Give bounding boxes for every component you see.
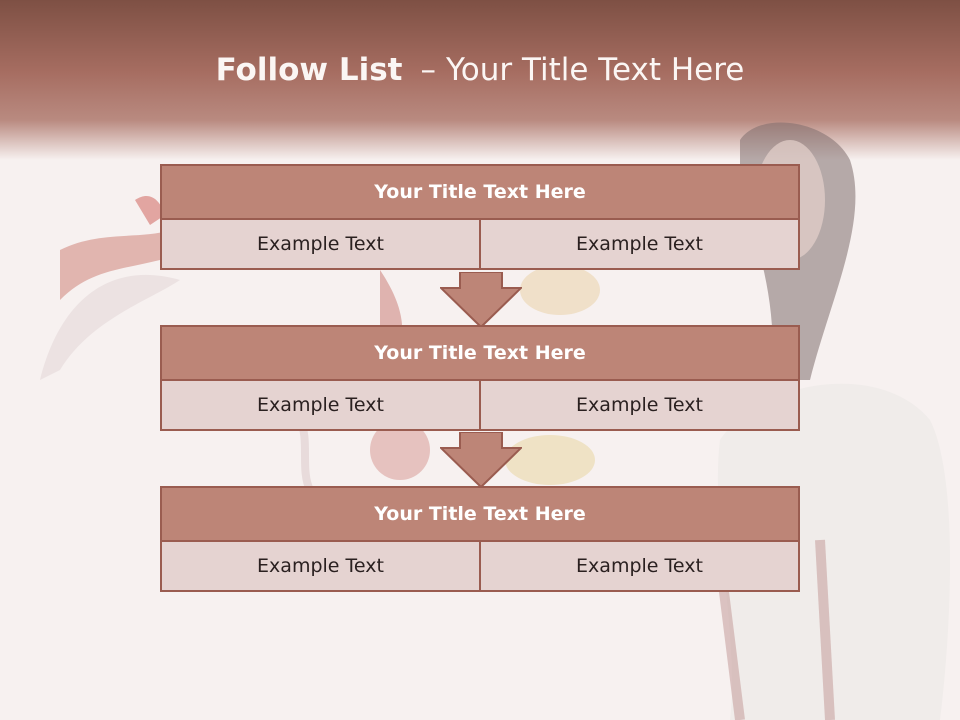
block-cell-right: Example Text <box>479 542 800 592</box>
block-cell-left: Example Text <box>160 542 481 592</box>
block-cell-left: Example Text <box>160 220 481 270</box>
title-bold-part: Follow List <box>215 52 403 88</box>
down-arrow-icon <box>440 432 522 488</box>
list-block-1: Your Title Text Here Example Text Exampl… <box>160 164 800 270</box>
block-cell-right: Example Text <box>479 381 800 431</box>
block-cell-left: Example Text <box>160 381 481 431</box>
title-rest-part: Your Title Text Here <box>445 52 745 88</box>
block-title: Your Title Text Here <box>160 486 800 542</box>
list-block-2: Your Title Text Here Example Text Exampl… <box>160 325 800 431</box>
down-arrow-icon <box>440 272 522 328</box>
block-title: Your Title Text Here <box>160 164 800 220</box>
block-title: Your Title Text Here <box>160 325 800 381</box>
list-block-3: Your Title Text Here Example Text Exampl… <box>160 486 800 592</box>
page-title: Follow List–Your Title Text Here <box>0 52 960 88</box>
block-cell-right: Example Text <box>479 220 800 270</box>
title-separator: – <box>420 52 436 88</box>
